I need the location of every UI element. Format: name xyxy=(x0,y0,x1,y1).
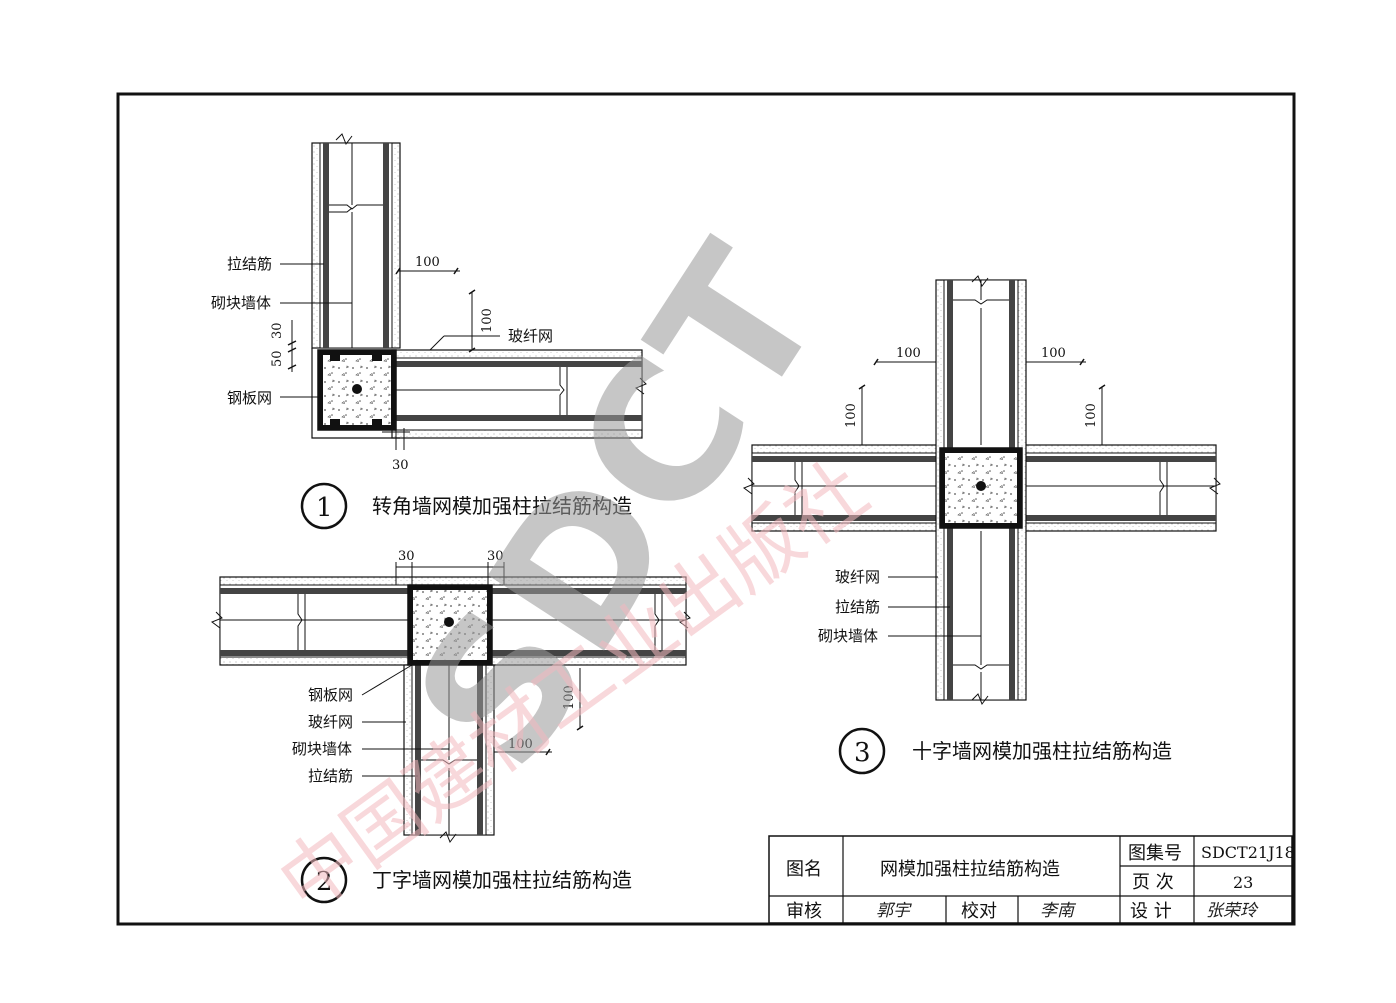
title-block-design-label: 设 计 xyxy=(1130,901,1172,922)
detail-1-dim-a: 100 xyxy=(415,255,440,270)
sheet-border xyxy=(116,92,1296,926)
detail-1-number: 1 xyxy=(316,493,333,523)
title-block-check-sign: 李南 xyxy=(1040,901,1077,921)
detail-2-number: 2 xyxy=(316,867,333,897)
detail-2-drawing xyxy=(210,562,691,844)
title-block-name-label: 图名 xyxy=(786,859,822,880)
detail-1-label-block-wall: 砌块墙体 xyxy=(211,294,271,312)
detail-1-dim-e: 30 xyxy=(392,458,409,473)
detail-2-dim-b: 30 xyxy=(487,549,504,564)
detail-3-dim-b: 100 xyxy=(1041,346,1066,361)
detail-3-drawing xyxy=(742,275,1221,706)
detail-2-dim-d: 100 xyxy=(508,737,533,752)
title-block xyxy=(768,835,1293,924)
detail-2-label-glass-mesh: 玻纤网 xyxy=(308,713,353,731)
title-block-page-label: 页 次 xyxy=(1132,872,1174,893)
detail-1-dim-c: 30 xyxy=(270,322,285,339)
detail-1-dim-d: 50 xyxy=(270,350,285,367)
detail-3-dim-a: 100 xyxy=(896,346,921,361)
title-block-review-sign: 郭宇 xyxy=(876,901,912,921)
detail-3-marker: 3 xyxy=(838,727,886,775)
title-block-check-label: 校对 xyxy=(961,901,997,922)
title-block-page-value: 23 xyxy=(1233,873,1253,892)
title-block-atlas-label: 图集号 xyxy=(1128,843,1182,864)
title-block-atlas-value: SDCT21J18 xyxy=(1201,843,1295,862)
detail-2-label-block-wall: 砌块墙体 xyxy=(292,740,352,758)
detail-1-dim-b: 100 xyxy=(480,308,495,333)
detail-1-marker: 1 xyxy=(300,482,348,530)
detail-1-label-glass-mesh: 玻纤网 xyxy=(508,327,553,345)
detail-1-label-tie-bar: 拉结筋 xyxy=(227,255,272,273)
detail-3-number: 3 xyxy=(854,738,871,768)
title-block-review-label: 审核 xyxy=(786,901,822,922)
title-block-design-sign: 张荣玲 xyxy=(1206,901,1259,921)
detail-3-caption: 十字墙网模加强柱拉结筋构造 xyxy=(912,739,1172,763)
detail-2-dim-a: 30 xyxy=(398,549,415,564)
detail-3-dim-d: 100 xyxy=(1084,403,1099,428)
detail-2-marker: 2 xyxy=(300,856,348,904)
title-block-name-value: 网模加强柱拉结筋构造 xyxy=(880,859,1060,880)
detail-2-label-tie-bar: 拉结筋 xyxy=(308,767,353,785)
detail-2-dim-c: 100 xyxy=(562,685,577,710)
detail-1-caption: 转角墙网模加强柱拉结筋构造 xyxy=(372,494,632,518)
detail-3-dim-c: 100 xyxy=(844,403,859,428)
detail-2-label-steel-mesh: 钢板网 xyxy=(308,686,353,704)
detail-3-label-tie-bar: 拉结筋 xyxy=(835,598,880,616)
detail-3-label-glass-mesh: 玻纤网 xyxy=(835,568,880,586)
detail-2-caption: 丁字墙网模加强柱拉结筋构造 xyxy=(372,868,632,892)
detail-1-label-steel-mesh: 钢板网 xyxy=(227,389,272,407)
detail-3-label-block-wall: 砌块墙体 xyxy=(818,627,878,645)
detail-1-drawing xyxy=(280,133,647,450)
